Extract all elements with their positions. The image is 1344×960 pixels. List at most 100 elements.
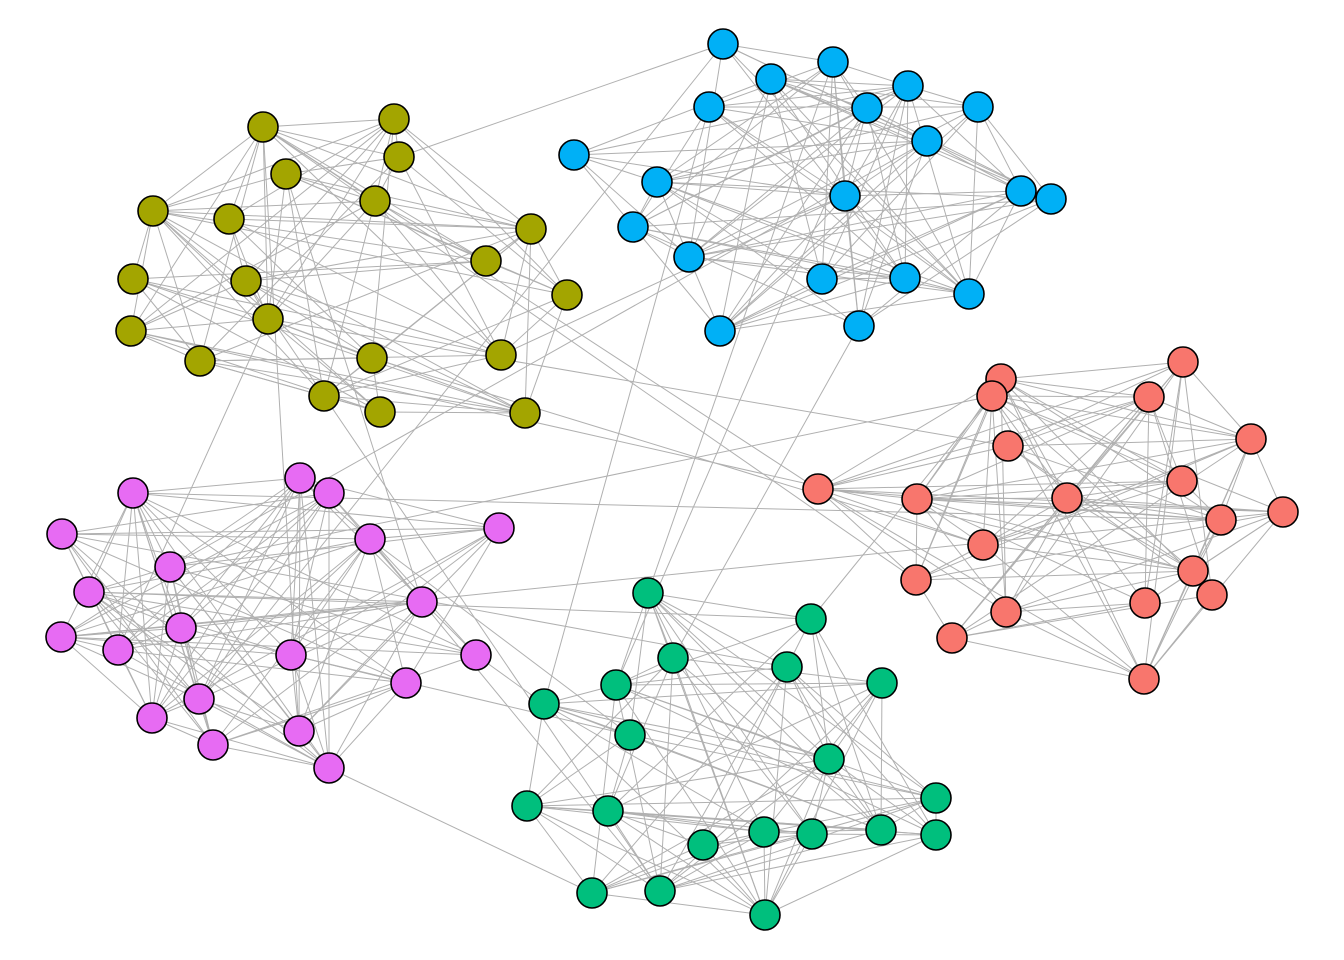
edge [374,200,532,230]
edge [1000,378,1145,680]
node-blue [851,92,883,124]
node-green [771,651,803,683]
edge [844,190,1022,197]
edge [722,43,906,279]
edge [904,85,909,279]
edge [212,682,407,746]
edge [151,477,301,719]
edge [245,280,502,356]
edge [199,354,502,362]
node-magenta [275,639,307,671]
edge [702,666,788,846]
edge [169,140,928,568]
edge [991,395,1183,482]
edge [524,228,532,414]
edge [1066,497,1222,521]
node-magenta [183,683,215,715]
edge [398,43,724,158]
edge [844,140,928,197]
edge [951,594,1213,639]
edge [262,126,400,158]
edge [198,698,330,769]
edge [228,218,532,230]
edge [817,488,917,581]
edge [810,395,993,620]
edge [647,592,937,799]
node-blue [641,166,673,198]
edge [245,280,325,397]
node-green [528,688,560,720]
node-blue [911,125,943,157]
node-green [748,816,780,848]
node-magenta [165,612,197,644]
edge [656,61,834,183]
edge [866,107,906,279]
node-magenta [354,523,386,555]
node-magenta [102,634,134,666]
node-magenta [284,462,316,494]
node-magenta [313,752,345,784]
edge [916,480,1183,500]
edge [1007,396,1150,447]
edge [708,106,906,279]
edge [982,497,1068,546]
edge [632,61,834,228]
edge [688,195,846,258]
edge [117,477,301,651]
edge [1143,594,1213,680]
edge [828,758,937,836]
edge [132,492,153,719]
node-magenta [73,576,105,608]
edge [1182,361,1252,440]
edge [607,810,766,916]
edge [656,181,823,280]
edge [817,488,984,546]
edge [180,477,301,629]
edge [169,566,477,656]
edge [117,318,269,651]
node-green [632,577,664,609]
edge [659,829,882,892]
edge [169,395,993,568]
node-blue [693,91,725,123]
edge [719,78,772,332]
edge [290,492,330,656]
node-red [901,483,933,515]
edge [290,527,500,656]
node-olive [252,303,284,335]
edge [708,106,928,142]
node-olive [230,265,262,297]
edge [615,684,766,916]
edge [591,892,766,916]
edge [152,210,526,414]
node-green [644,875,676,907]
edge [369,527,500,540]
edge [1000,378,1252,440]
edge [977,106,1052,200]
edge [770,78,906,279]
edge [672,325,860,659]
node-green [920,819,952,851]
edge [629,592,649,736]
edge [298,538,371,732]
node-olive [117,263,149,295]
edge [130,280,247,332]
edge [982,396,1150,546]
edge [198,477,301,700]
edge [573,154,690,258]
edge [262,126,502,356]
edge [130,318,269,332]
edge [821,61,834,280]
node-blue [843,310,875,342]
edge [688,43,724,258]
edge [916,395,993,500]
edge [371,357,984,546]
node-blue [707,28,739,60]
edge [858,85,909,327]
edge [764,682,883,916]
edge [719,198,1052,332]
edge [152,210,487,262]
edge [629,734,882,831]
edge [132,278,502,356]
node-red [1129,587,1161,619]
